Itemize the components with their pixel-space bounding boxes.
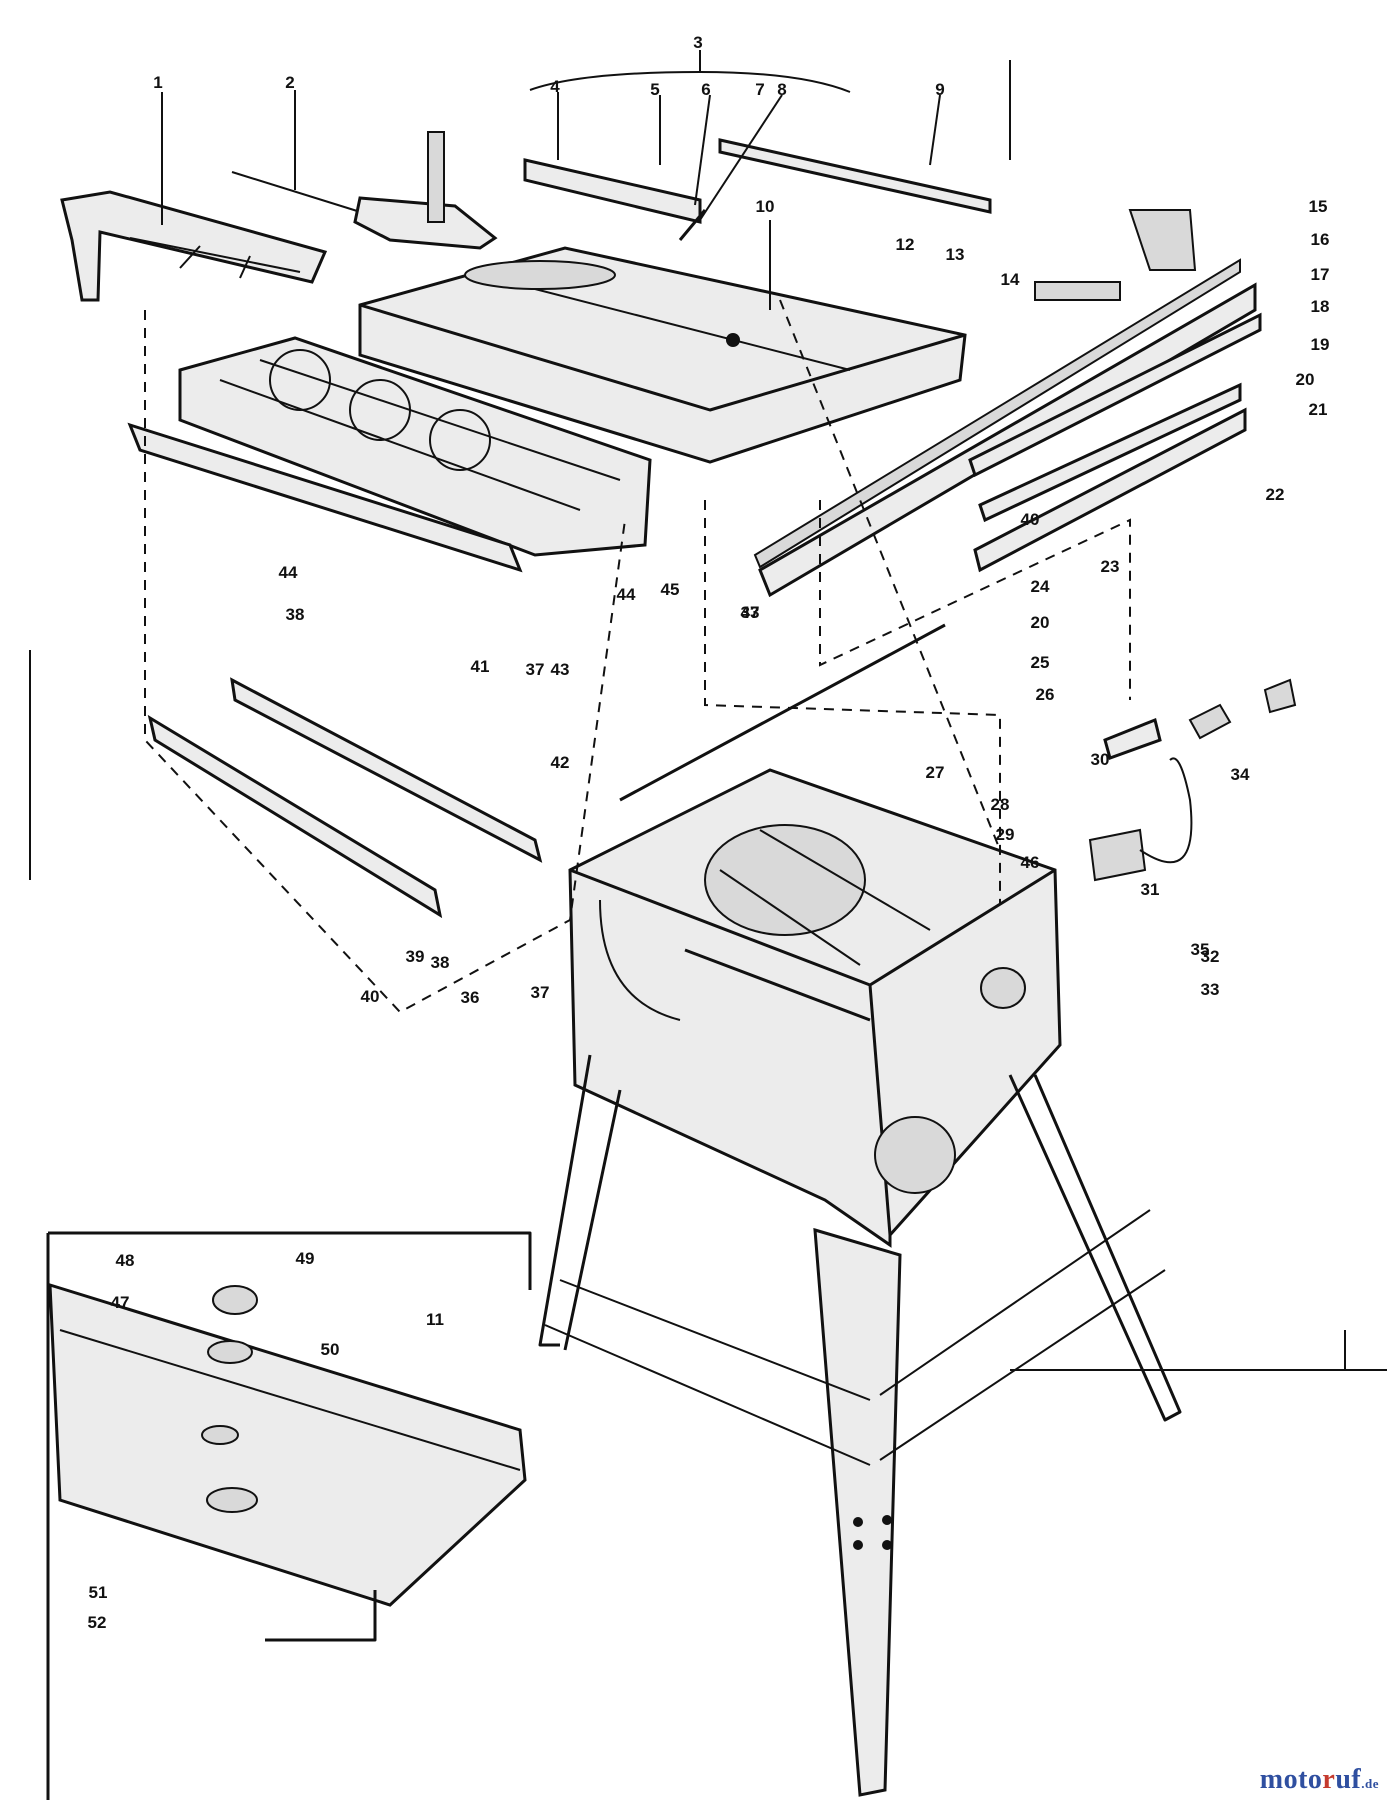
callout-23: 23: [1101, 557, 1120, 576]
callout-10: 10: [756, 197, 775, 216]
callout-37: 37: [531, 983, 550, 1002]
assembly-outline-mid: [819, 500, 1131, 700]
saw-table-part: [358, 246, 967, 464]
saw-legs-part: [538, 1054, 1182, 1797]
callout-51: 51: [89, 1583, 108, 1602]
callout-32: 32: [1201, 947, 1220, 966]
callout-4: 4: [550, 77, 560, 96]
callout-28: 28: [991, 795, 1010, 814]
callout-3: 3: [693, 33, 702, 52]
front-rail-part: [127, 422, 543, 919]
callout-21: 21: [1309, 400, 1328, 419]
callout-27: 27: [926, 763, 945, 782]
callout-41: 41: [471, 657, 490, 676]
callout-12: 12: [896, 235, 915, 254]
callout-8: 8: [777, 80, 786, 99]
callout-44: 44: [279, 563, 298, 582]
callout-52: 52: [88, 1613, 107, 1632]
callout-22: 22: [1266, 485, 1285, 504]
callout-14: 14: [1001, 270, 1020, 289]
callout-42: 42: [551, 753, 570, 772]
callout-40: 40: [1021, 510, 1040, 529]
watermark-part-2: r: [1322, 1764, 1336, 1795]
callout-49: 49: [296, 1249, 315, 1268]
callout-40: 40: [361, 987, 380, 1006]
blade-guard-part: [60, 190, 328, 302]
callout-20: 20: [1031, 613, 1050, 632]
inset-detail-part: [46, 1231, 532, 1800]
callout-38: 38: [286, 605, 305, 624]
callout-18: 18: [1311, 297, 1330, 316]
callout-46: 46: [1021, 853, 1040, 872]
callout-20: 20: [1296, 370, 1315, 389]
callout-7: 7: [755, 80, 764, 99]
callout-44: 44: [617, 585, 636, 604]
callout-2: 2: [285, 73, 294, 92]
callout-33: 33: [1201, 980, 1220, 999]
callout-34: 34: [1231, 765, 1250, 784]
miter-gauge-part: [231, 131, 498, 250]
watermark-part-3: uf: [1335, 1764, 1362, 1795]
callout-39: 39: [406, 947, 425, 966]
assembly-outline-rail: [779, 299, 1001, 851]
callout-9: 9: [935, 80, 944, 99]
switch-assembly-part: [1088, 678, 1297, 882]
callout-36: 36: [461, 988, 480, 1007]
callout-53: 53: [0, 0, 9, 4]
callout-25: 25: [1031, 653, 1050, 672]
callout-37: 37: [526, 660, 545, 679]
extension-wing-part: [178, 336, 652, 557]
callout-16: 16: [1311, 230, 1330, 249]
callout-1: 1: [153, 73, 162, 92]
callout-48: 48: [116, 1251, 135, 1270]
callout-50: 50: [321, 1340, 340, 1359]
saw-cabinet-part: [568, 768, 1062, 1248]
callout-43: 43: [551, 660, 570, 679]
callout-19: 19: [1311, 335, 1330, 354]
assembly-outline-right: [704, 500, 1001, 905]
callout-15: 15: [1309, 197, 1328, 216]
callout-30: 30: [1091, 750, 1110, 769]
callout-37: 37: [741, 603, 760, 622]
callout-29: 29: [996, 825, 1015, 844]
callout-13: 13: [946, 245, 965, 264]
watermark-part-4: .de: [1361, 1776, 1379, 1791]
callout-24: 24: [1031, 577, 1050, 596]
callout-26: 26: [1036, 685, 1055, 704]
callout-45: 45: [661, 580, 680, 599]
callout-17: 17: [1311, 265, 1330, 284]
watermark-part-1: moto: [1259, 1764, 1323, 1795]
callout-35: 35: [1191, 940, 1210, 959]
callout-43: 43: [741, 603, 760, 622]
lock-rod-part: [619, 623, 946, 802]
callout-38: 38: [431, 953, 450, 972]
callout-5: 5: [650, 80, 659, 99]
motoruf-watermark: motoruf.de: [1260, 1764, 1379, 1796]
rip-fence-part: [523, 138, 1197, 301]
callout-31: 31: [1141, 880, 1160, 899]
callout-6: 6: [701, 80, 710, 99]
guide-rails-part: [753, 258, 1262, 598]
callout-11: 11: [426, 1310, 444, 1329]
callout-47: 47: [111, 1293, 130, 1312]
